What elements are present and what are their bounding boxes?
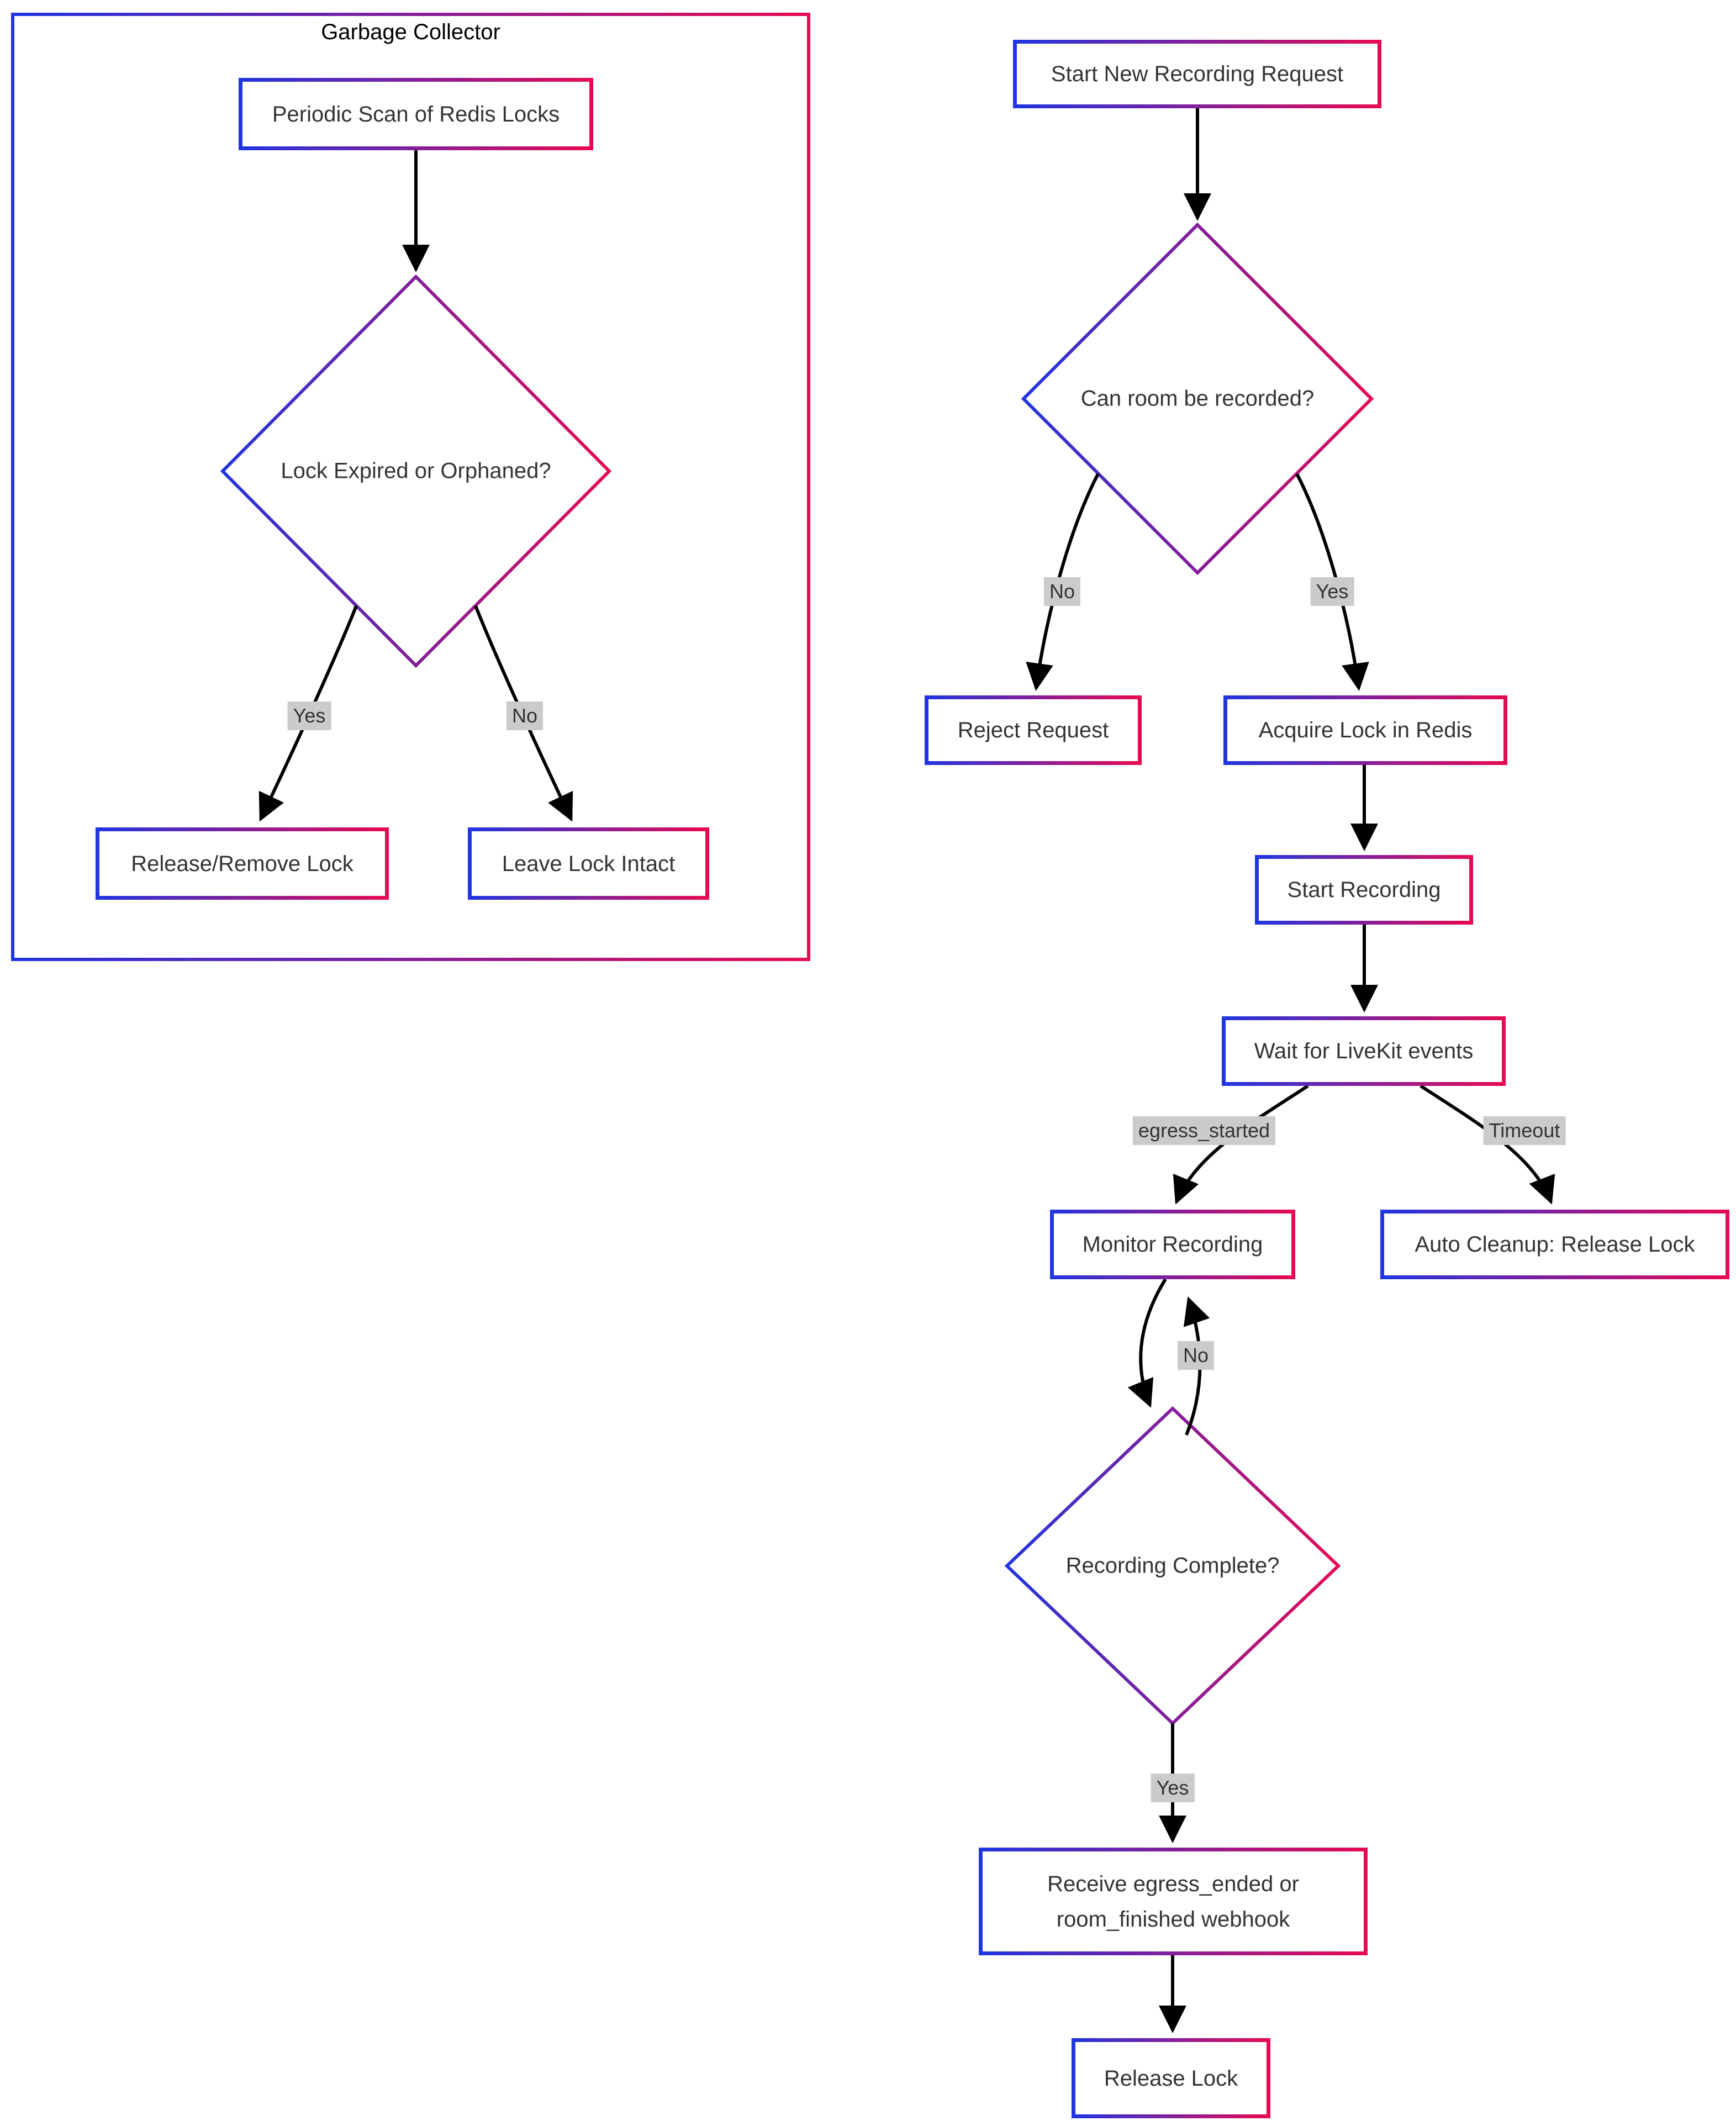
node-auto-cleanup-release-lock: Auto Cleanup: Release Lock [1380, 1210, 1729, 1279]
edge-label-loop-no: No [1177, 1341, 1215, 1370]
node-leave-lock-intact: Leave Lock Intact [468, 827, 709, 900]
edge-canrecord-yes-acquire [1295, 473, 1369, 691]
node-release-lock: Release Lock [1072, 2038, 1270, 2118]
node-release-remove-lock: Release/Remove Lock [96, 827, 389, 900]
edge-label-main-yes: Yes [1310, 577, 1354, 606]
node-start-new-recording-request: Start New Recording Request [1013, 40, 1381, 108]
edge-label-gc-yes: Yes [287, 701, 331, 730]
node-start-recording: Start Recording [1255, 855, 1473, 925]
edge-canrecord-no-reject [1026, 473, 1100, 691]
node-periodic-scan: Periodic Scan of Redis Locks [239, 78, 593, 150]
edge-monitor-to-complete [1127, 1278, 1167, 1408]
edge-label-main-no: No [1043, 577, 1081, 606]
edge-label-gc-no: No [506, 701, 544, 730]
edge-label-complete-yes: Yes [1151, 1774, 1195, 1802]
node-receive-webhook: Receive egress_ended or room_finished we… [979, 1848, 1368, 1955]
node-wait-for-livekit-events: Wait for LiveKit events [1222, 1016, 1506, 1086]
node-monitor-recording: Monitor Recording [1050, 1210, 1295, 1279]
node-can-record-shape [1021, 222, 1374, 576]
subgraph-garbage-collector [11, 13, 810, 961]
subgraph-title: Garbage Collector [321, 20, 500, 44]
node-recording-complete-shape [1004, 1406, 1341, 1726]
edge-label-egress-started: egress_started [1132, 1116, 1276, 1145]
edge-label-timeout: Timeout [1483, 1116, 1566, 1145]
node-acquire-lock-in-redis: Acquire Lock in Redis [1223, 695, 1507, 765]
node-reject-request: Reject Request [925, 695, 1142, 765]
